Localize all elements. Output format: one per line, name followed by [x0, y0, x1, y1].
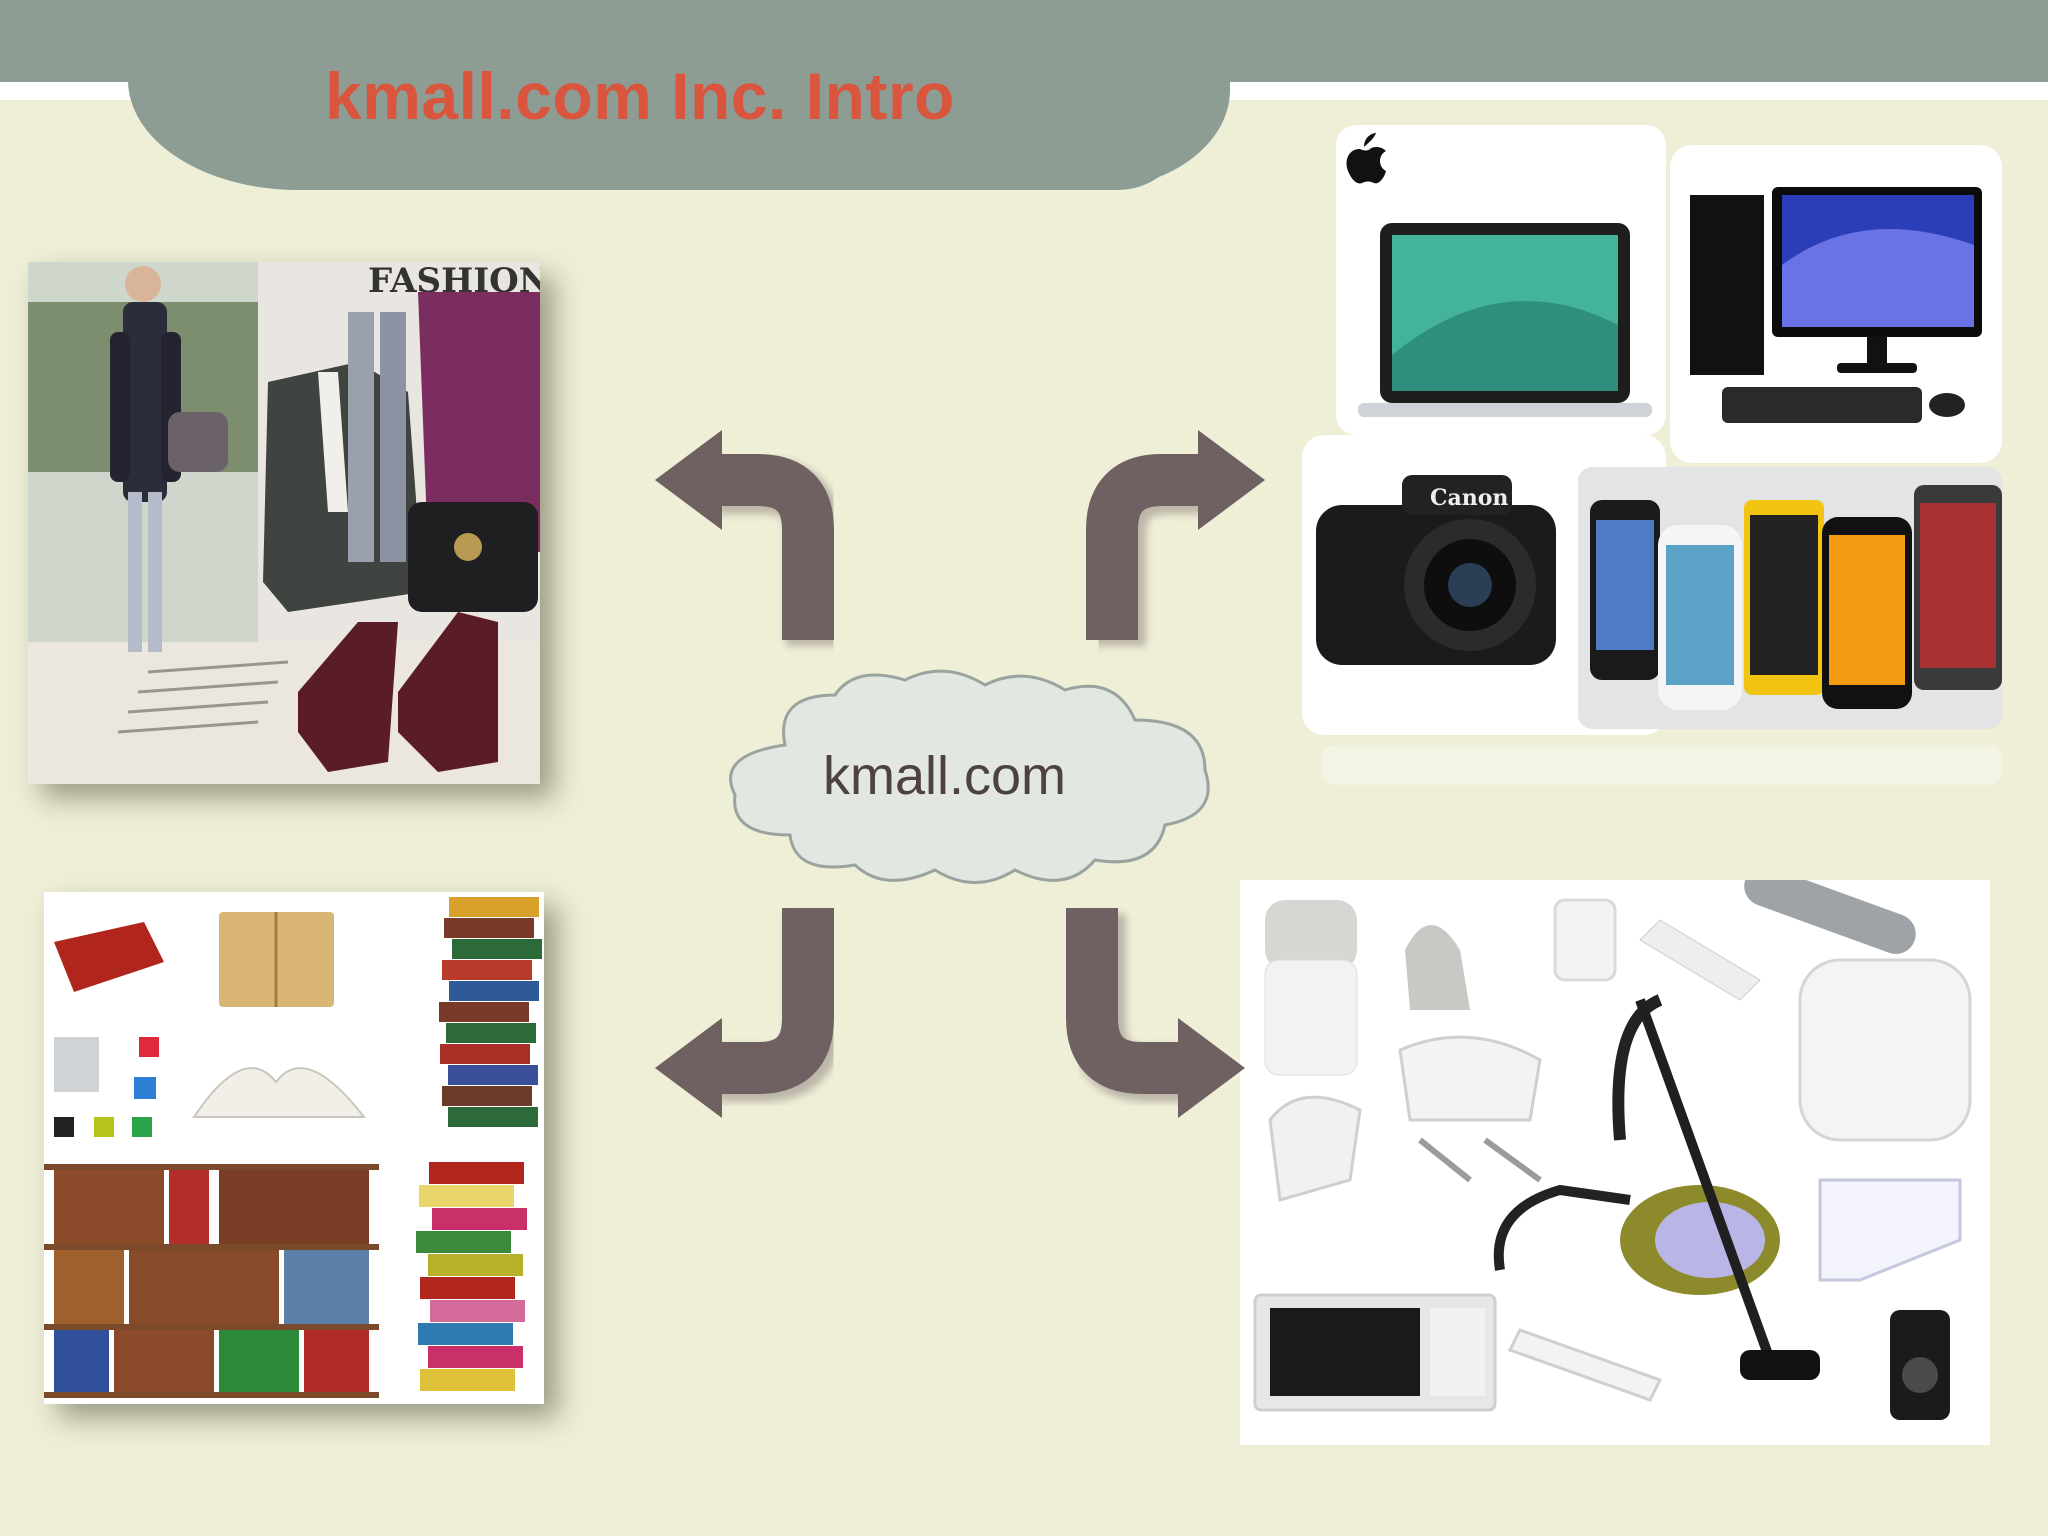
arrow-to-electronics [1086, 430, 1265, 646]
fashion-collage: FASHION [28, 262, 540, 784]
books-collage [44, 892, 544, 1404]
arrow-to-appliances [1066, 908, 1245, 1118]
appliances-collage [1240, 880, 1990, 1445]
electronics-image: Canon [1302, 125, 2002, 795]
books-image [44, 892, 544, 1404]
camera-brand-text: Canon [1430, 485, 1508, 511]
center-label: kmall.com [823, 746, 1067, 806]
arrow-to-books [655, 908, 842, 1118]
center-cloud [729, 669, 1210, 884]
apple-logo-icon [1346, 133, 1386, 184]
arrow-to-fashion [655, 430, 842, 646]
electronics-collage: Canon [1302, 125, 2002, 785]
fashion-image: FASHION [28, 262, 540, 784]
appliances-image [1240, 880, 1990, 1445]
slide-title: kmall.com Inc. Intro [325, 59, 955, 133]
